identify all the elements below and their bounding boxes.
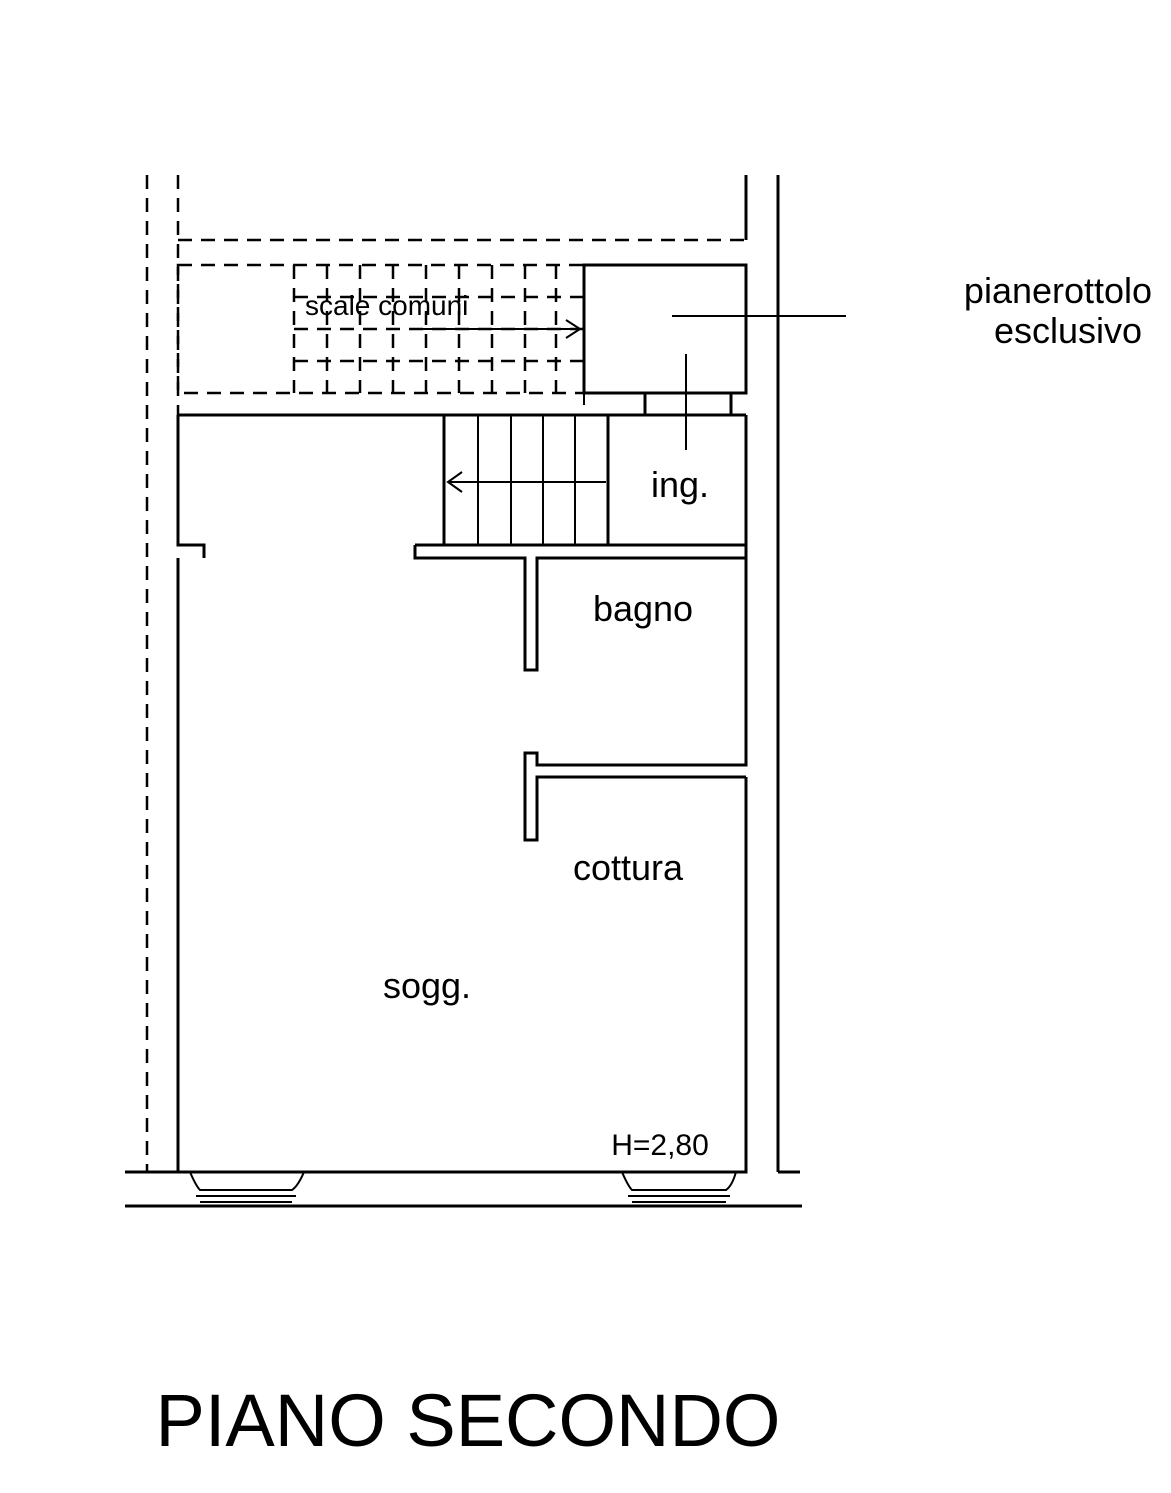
right-outer-wall: [744, 175, 800, 1174]
common-stairs: [176, 263, 586, 405]
apartment-walls: [176, 413, 748, 1174]
left-dashed-walls: [145, 175, 180, 1172]
label-cottura: cottura: [573, 847, 684, 888]
label-esclusivo: esclusivo: [994, 310, 1142, 351]
label-ingresso: ing.: [651, 464, 709, 505]
balcony: [125, 1170, 802, 1208]
internal-stairs: [442, 415, 610, 545]
label-pianerottolo: pianerottolo: [964, 270, 1152, 311]
plan-title: PIANO SECONDO: [156, 1379, 781, 1462]
label-height: H=2,80: [611, 1129, 709, 1162]
label-bagno: bagno: [593, 588, 693, 629]
label-soggiorno: sogg.: [383, 965, 471, 1006]
exclusive-landing: [582, 263, 846, 450]
label-scale-comuni: scale comuni: [305, 290, 468, 321]
